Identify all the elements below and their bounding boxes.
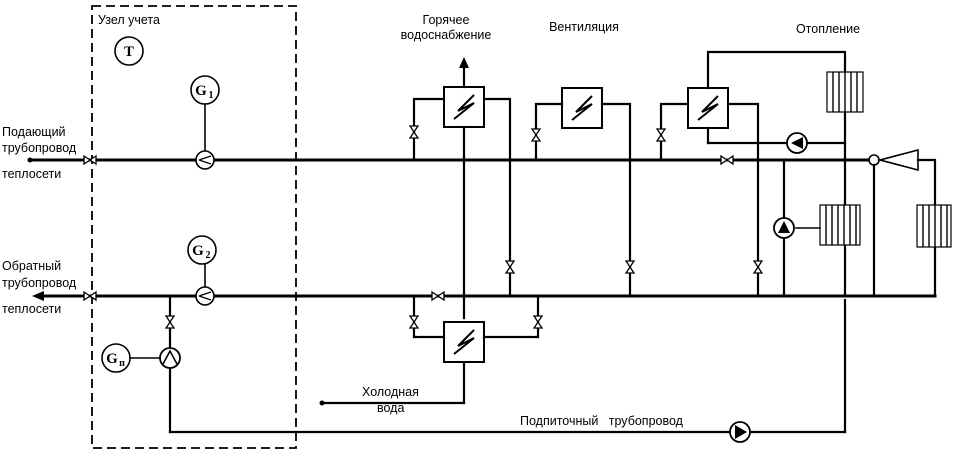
return-label-3: теплосети bbox=[2, 302, 61, 316]
supply-heating-valve bbox=[720, 155, 734, 165]
elevator-mixer bbox=[868, 148, 952, 298]
heating-exchanger bbox=[656, 50, 847, 298]
metering-unit-label: Узел учета bbox=[98, 13, 160, 27]
supply-pipe bbox=[27, 157, 872, 163]
return-pipe bbox=[32, 291, 937, 301]
return-inlet-valve bbox=[83, 291, 97, 301]
cold-water-label-2: вода bbox=[377, 401, 404, 415]
ventilation-label: Вентиляция bbox=[549, 20, 619, 34]
hot-water-label-1: Горячее bbox=[423, 13, 470, 27]
heating-circuit-2 bbox=[773, 158, 861, 298]
return-label-1: Обратный bbox=[2, 259, 61, 273]
svg-text:п: п bbox=[119, 358, 125, 369]
supply-label-3: теплосети bbox=[2, 167, 61, 181]
hot-water-label-2: водоснабжение bbox=[401, 28, 492, 42]
return-label-2: трубопровод bbox=[2, 276, 77, 290]
heating-label: Отопление bbox=[796, 22, 860, 36]
metering-unit-boundary bbox=[91, 5, 297, 449]
makeup-branch bbox=[159, 294, 847, 434]
cold-water-pipe bbox=[319, 360, 466, 406]
flow-meter-g1: G 1 bbox=[190, 75, 220, 170]
svg-text:G: G bbox=[192, 243, 204, 259]
svg-text:T: T bbox=[124, 44, 134, 60]
temperature-meter: T bbox=[114, 36, 144, 66]
makeup-pump bbox=[729, 421, 751, 443]
svg-text:G: G bbox=[106, 351, 118, 367]
svg-text:1: 1 bbox=[209, 90, 214, 101]
flow-meter-g2: G 2 bbox=[187, 235, 217, 306]
svg-text:G: G bbox=[195, 83, 207, 99]
supply-label-1: Подающий bbox=[2, 125, 66, 139]
supply-label-2: трубопровод bbox=[2, 141, 77, 155]
cold-water-label-1: Холодная bbox=[362, 385, 419, 399]
hot-water-exchanger-lower bbox=[409, 291, 543, 363]
ventilation-exchanger bbox=[531, 87, 635, 298]
hot-water-exchanger-upper bbox=[409, 57, 515, 320]
svg-text:2: 2 bbox=[206, 250, 211, 261]
supply-inlet-valve bbox=[83, 155, 97, 165]
radiator-top bbox=[826, 71, 864, 113]
heating-circulation-pump bbox=[786, 132, 808, 154]
makeup-pipe-label: Подпиточный трубопровод bbox=[520, 414, 684, 428]
flow-meter-gp: G п bbox=[101, 343, 161, 373]
